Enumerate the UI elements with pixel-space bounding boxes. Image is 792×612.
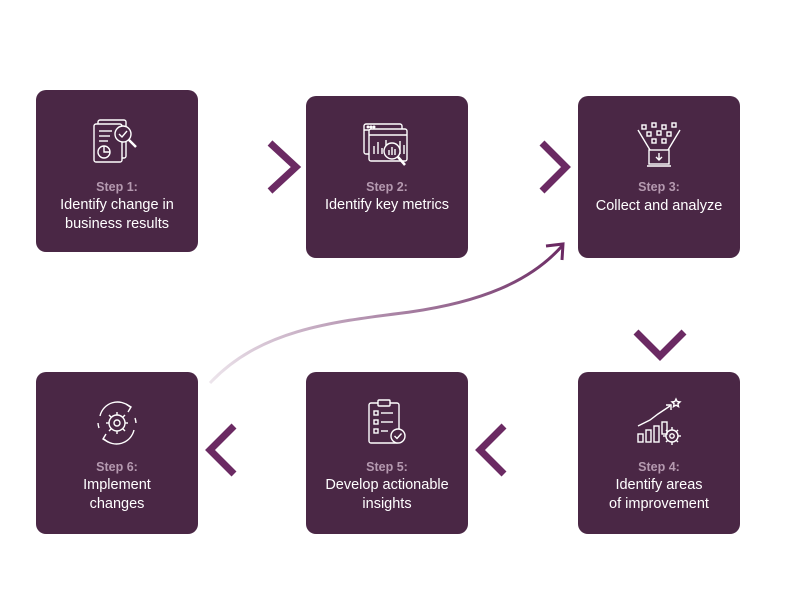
step-2-label: Step 2: (366, 180, 408, 194)
arrow-step4-to-step5 (475, 423, 566, 477)
step-3-card: Step 3: Collect and analyze (578, 96, 740, 258)
growth-chart-gear-icon (637, 397, 682, 445)
data-collection-funnel-icon (637, 122, 681, 167)
step-4-label: Step 4: (638, 460, 680, 474)
step-1-card: Step 1: Identify change in business resu… (36, 90, 198, 252)
arrow-step6-to-step3 (208, 242, 565, 385)
step-4-card: Step 4: Identify areas of improvement (578, 372, 740, 534)
step-3-text: Collect and analyze (595, 198, 723, 214)
arrow-step1-to-step2 (210, 140, 302, 194)
step-5-text: Develop actionable insights (325, 477, 449, 512)
step-1-label: Step 1: (96, 180, 138, 194)
arrow-step2-to-step3 (480, 140, 571, 194)
analytics-magnifier-icon (363, 123, 408, 166)
step-6-label: Step 6: (96, 460, 138, 474)
step-2-text: Identify key metrics (324, 197, 450, 213)
step-6-text: Implement changes (83, 477, 151, 512)
clipboard-checklist-icon (368, 399, 406, 444)
step-4-text: Identify areas of improvement (609, 477, 709, 512)
cycle-gear-icon (97, 401, 137, 445)
arrow-step3-to-step4 (633, 270, 687, 361)
arrow-step5-to-step6 (205, 423, 296, 477)
step-5-label: Step 5: (366, 460, 408, 474)
step-3-label: Step 3: (638, 180, 680, 194)
document-search-icon (93, 119, 137, 163)
step-2-card: Step 2: Identify key metrics (306, 96, 468, 258)
step-1-text: Identify change in business results (60, 197, 174, 232)
step-5-card: Step 5: Develop actionable insights (306, 372, 468, 534)
step-6-card: Step 6: Implement changes (36, 372, 198, 534)
